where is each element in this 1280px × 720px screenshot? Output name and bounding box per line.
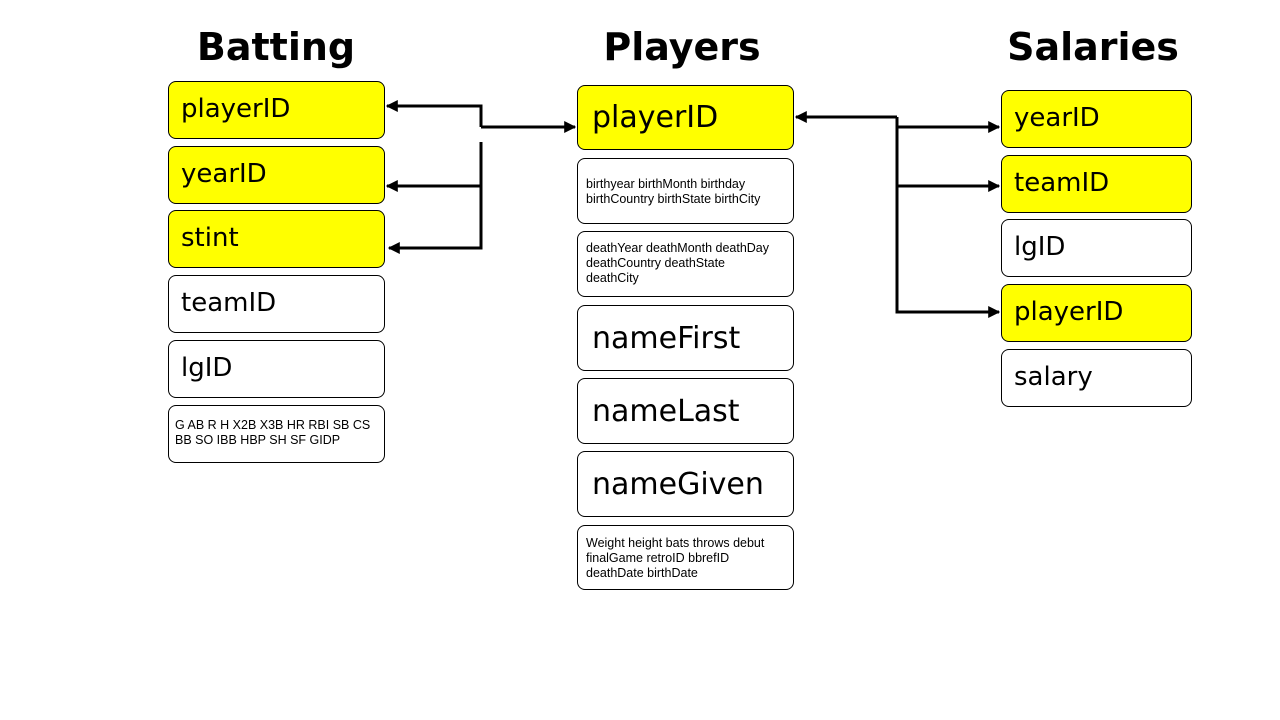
salaries-field-label: salary bbox=[1014, 362, 1093, 392]
players-field-birth: birthyear birthMonth birthday birthCount… bbox=[577, 158, 794, 224]
batting-field-playerid: playerID bbox=[168, 81, 385, 139]
players-field-misc: Weight height bats throws debut finalGam… bbox=[577, 525, 794, 590]
salaries-field-label: teamID bbox=[1014, 168, 1110, 198]
arrow-players-to-batting-playerid bbox=[385, 100, 483, 127]
salaries-field-teamid: teamID bbox=[1001, 155, 1192, 213]
batting-field-label: yearID bbox=[181, 159, 267, 189]
salaries-field-salary: salary bbox=[1001, 349, 1192, 407]
arrow-players-to-salaries-yearid bbox=[895, 117, 1001, 133]
players-title: Players bbox=[603, 25, 761, 69]
salaries-field-lgid: lgID bbox=[1001, 219, 1192, 277]
batting-field-stats-text: G AB R H X2B X3B HR RBI SB CS BB SO IBB … bbox=[175, 418, 371, 447]
batting-field-label: teamID bbox=[181, 288, 277, 318]
players-field-misc-text: Weight height bats throws debut finalGam… bbox=[586, 536, 765, 580]
players-field-label: nameLast bbox=[592, 394, 740, 429]
batting-field-yearid: yearID bbox=[168, 146, 385, 204]
salaries-field-label: playerID bbox=[1014, 297, 1124, 327]
salaries-title: Salaries bbox=[1007, 25, 1179, 69]
players-field-label: playerID bbox=[592, 100, 719, 135]
players-field-namefirst: nameFirst bbox=[577, 305, 794, 371]
players-field-death: deathYear deathMonth deathDay deathCount… bbox=[577, 231, 794, 297]
batting-title: Batting bbox=[196, 25, 356, 69]
players-field-playerid: playerID bbox=[577, 85, 794, 150]
players-field-namelast: nameLast bbox=[577, 378, 794, 444]
arrow-players-to-salaries-teamid bbox=[895, 127, 1001, 192]
batting-field-label: stint bbox=[181, 223, 239, 253]
salaries-field-label: yearID bbox=[1014, 103, 1100, 133]
players-field-death-text: deathYear deathMonth deathDay deathCount… bbox=[586, 241, 770, 285]
batting-field-stint: stint bbox=[168, 210, 385, 268]
batting-field-stats: G AB R H X2B X3B HR RBI SB CS BB SO IBB … bbox=[168, 405, 385, 463]
players-field-birth-text: birthyear birthMonth birthday birthCount… bbox=[586, 177, 761, 206]
players-field-label: nameGiven bbox=[592, 467, 764, 502]
batting-field-lgid: lgID bbox=[168, 340, 385, 398]
salaries-field-playerid: playerID bbox=[1001, 284, 1192, 342]
batting-field-label: lgID bbox=[181, 353, 233, 383]
batting-field-label: playerID bbox=[181, 94, 291, 124]
arrow-players-to-batting-yearid bbox=[385, 142, 483, 192]
players-field-label: nameFirst bbox=[592, 321, 741, 356]
salaries-field-yearid: yearID bbox=[1001, 90, 1192, 148]
arrow-players-to-batting-stint bbox=[387, 186, 483, 254]
arrow-players-to-salaries-playerid bbox=[895, 186, 1001, 318]
batting-field-teamid: teamID bbox=[168, 275, 385, 333]
players-field-namegiven: nameGiven bbox=[577, 451, 794, 517]
salaries-field-label: lgID bbox=[1014, 232, 1066, 262]
